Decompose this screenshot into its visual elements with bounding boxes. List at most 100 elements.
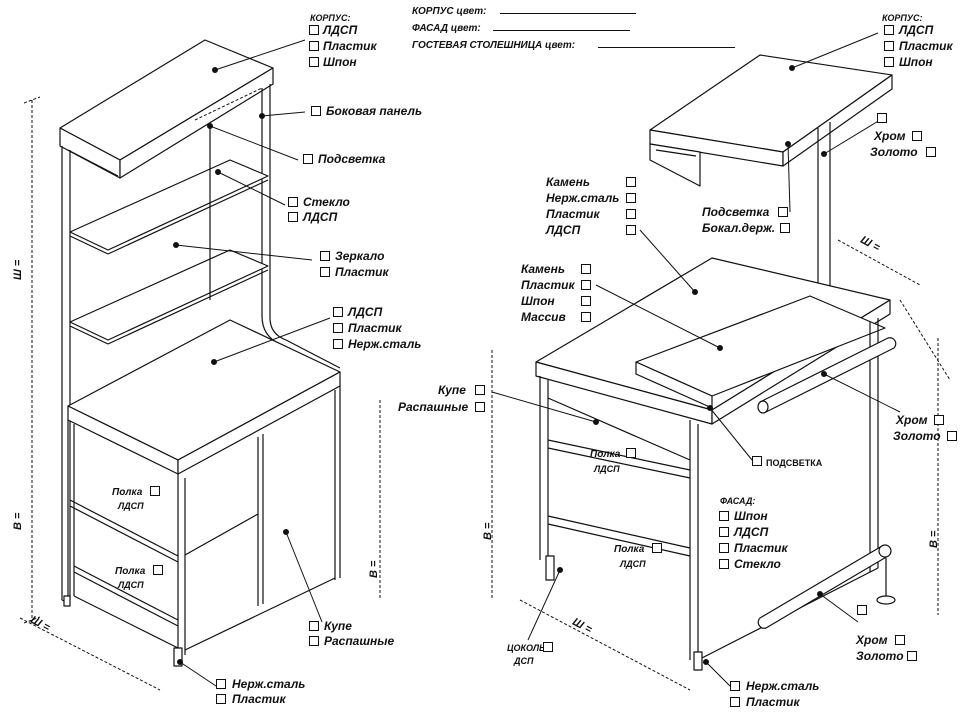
- right-facade-caption: ФАСАД:: [720, 496, 756, 506]
- left-korpus-ldsp-checkbox[interactable]: [309, 25, 319, 35]
- right-legs-plastic-checkbox[interactable]: [730, 697, 740, 707]
- right-facade-plastic-checkbox[interactable]: [719, 543, 729, 553]
- right-shelf-upper-checkbox[interactable]: [626, 448, 636, 458]
- left-doors-coupe-checkbox[interactable]: [309, 621, 319, 631]
- left-doors-coupe: Купе: [324, 619, 352, 633]
- left-shelf2-label: Полка: [115, 566, 146, 577]
- right-legs-steel-checkbox[interactable]: [730, 681, 740, 691]
- left-korpus-veneer-checkbox[interactable]: [309, 57, 319, 67]
- left-legs-plastic-checkbox[interactable]: [216, 694, 226, 704]
- left-cabinet: [59, 39, 341, 667]
- right-backlight-checkbox[interactable]: [778, 207, 788, 217]
- right-gold-bot-checkbox[interactable]: [907, 651, 917, 661]
- header-corpus-line[interactable]: [500, 13, 636, 14]
- right-korpus-ldsp: ЛДСП: [899, 23, 934, 37]
- right-shelf-lower-label: Полка: [614, 544, 645, 555]
- right-korpus-veneer: Шпон: [899, 55, 933, 69]
- left-legs-plastic: Пластик: [232, 692, 286, 706]
- left-backlight-checkbox[interactable]: [303, 154, 313, 164]
- right-counter-solid-checkbox[interactable]: [581, 312, 591, 322]
- left-legs-steel-checkbox[interactable]: [216, 679, 226, 689]
- right-top-ldsp-checkbox[interactable]: [626, 225, 636, 235]
- left-worktop-steel-checkbox[interactable]: [333, 339, 343, 349]
- left-dim-depth: Ш =: [12, 259, 24, 280]
- header-facade-line[interactable]: [493, 30, 630, 31]
- header-facade-label: ФАСАД цвет:: [412, 23, 481, 34]
- left-glass-checkbox[interactable]: [288, 197, 298, 207]
- right-counter: [535, 54, 897, 671]
- right-gold-top: Золото: [870, 145, 918, 159]
- left-worktop-steel: Нерж.сталь: [348, 337, 422, 351]
- left-worktop-plastic-checkbox[interactable]: [333, 323, 343, 333]
- right-shelf-lower-checkbox[interactable]: [652, 543, 662, 553]
- right-top-steel-checkbox[interactable]: [626, 193, 636, 203]
- left-side-panel: Боковая панель: [326, 104, 423, 118]
- left-korpus-ldsp: ЛДСП: [323, 23, 358, 37]
- left-backlight: Подсветка: [318, 152, 386, 166]
- right-korpus-ldsp-checkbox[interactable]: [884, 25, 894, 35]
- right-pole-marker-checkbox[interactable]: [877, 113, 887, 123]
- left-doors-swing-checkbox[interactable]: [309, 636, 319, 646]
- right-backlight-small-checkbox[interactable]: [752, 456, 762, 466]
- right-facade-veneer-checkbox[interactable]: [719, 511, 729, 521]
- right-top-plastic: Пластик: [546, 207, 600, 221]
- right-facade-veneer: Шпон: [734, 509, 768, 523]
- left-mirror-plastic-checkbox[interactable]: [320, 267, 330, 277]
- right-chrome-mid-checkbox[interactable]: [934, 415, 944, 425]
- left-mirror-plastic: Пластик: [335, 265, 389, 279]
- left-dim-height: В =: [12, 512, 24, 530]
- right-backlight: Подсветка: [702, 205, 770, 219]
- left-worktop-ldsp-checkbox[interactable]: [333, 307, 343, 317]
- right-counter-veneer-checkbox[interactable]: [581, 296, 591, 306]
- left-legs-steel: Нерж.сталь: [232, 677, 306, 691]
- right-dim-height-left: В =: [482, 522, 494, 540]
- header-corpus-label: КОРПУС цвет:: [412, 6, 487, 17]
- right-plinth-checkbox[interactable]: [543, 642, 553, 652]
- right-counter-veneer: Шпон: [521, 294, 555, 308]
- right-facade-glass: Стекло: [734, 557, 781, 571]
- header-counter-line[interactable]: [598, 47, 735, 48]
- left-shelf1-checkbox[interactable]: [150, 486, 160, 496]
- right-chrome-bot-checkbox[interactable]: [895, 635, 905, 645]
- right-top-stone-checkbox[interactable]: [626, 177, 636, 187]
- right-chrome-bot: Хром: [856, 633, 888, 647]
- left-mirror-checkbox[interactable]: [320, 251, 330, 261]
- left-dim-height2: В =: [368, 560, 380, 578]
- right-plinth-label: ЦОКОЛЬ: [507, 643, 546, 653]
- left-shelf1-label: Полка: [112, 487, 143, 498]
- right-counter-plastic-checkbox[interactable]: [581, 280, 591, 290]
- right-legs-plastic: Пластик: [746, 695, 800, 709]
- right-gold-mid-checkbox[interactable]: [947, 431, 957, 441]
- right-chrome-mid: Хром: [896, 413, 928, 427]
- right-facade-ldsp: ЛДСП: [734, 525, 769, 539]
- right-shelf-upper-material: ЛДСП: [594, 464, 620, 474]
- right-glass-holder: Бокал.держ.: [702, 221, 776, 235]
- left-korpus-plastic-checkbox[interactable]: [309, 41, 319, 51]
- right-korpus-veneer-checkbox[interactable]: [884, 57, 894, 67]
- right-doors-coupe-checkbox[interactable]: [475, 385, 485, 395]
- right-korpus-plastic-checkbox[interactable]: [884, 41, 894, 51]
- right-facade-ldsp-checkbox[interactable]: [719, 527, 729, 537]
- right-top-plastic-checkbox[interactable]: [626, 209, 636, 219]
- left-glass-ldsp: ЛДСП: [303, 210, 338, 224]
- left-leaders: [173, 39, 331, 687]
- right-shelf-upper-label: Полка: [590, 449, 621, 460]
- right-doors-swing-checkbox[interactable]: [475, 402, 485, 412]
- right-chrome-top-checkbox[interactable]: [912, 131, 922, 141]
- right-top-ldsp: ЛДСП: [546, 223, 581, 237]
- right-facade-glass-checkbox[interactable]: [719, 559, 729, 569]
- right-legs-steel: Нерж.сталь: [746, 679, 820, 693]
- right-korpus-caption: КОРПУС:: [882, 13, 923, 23]
- right-counter-stone-checkbox[interactable]: [581, 264, 591, 274]
- right-top-steel: Нерж.сталь: [546, 191, 620, 205]
- right-gold-top-checkbox[interactable]: [926, 147, 936, 157]
- left-side-panel-checkbox[interactable]: [311, 106, 321, 116]
- right-counter-plastic: Пластик: [521, 278, 575, 292]
- right-leaders: [491, 32, 901, 687]
- right-rail-marker-checkbox[interactable]: [857, 605, 867, 615]
- left-glass-ldsp-checkbox[interactable]: [288, 212, 298, 222]
- left-shelf2-checkbox[interactable]: [153, 565, 163, 575]
- right-glass-holder-checkbox[interactable]: [780, 223, 790, 233]
- right-dimensions: [491, 239, 951, 691]
- right-facade-plastic: Пластик: [734, 541, 788, 555]
